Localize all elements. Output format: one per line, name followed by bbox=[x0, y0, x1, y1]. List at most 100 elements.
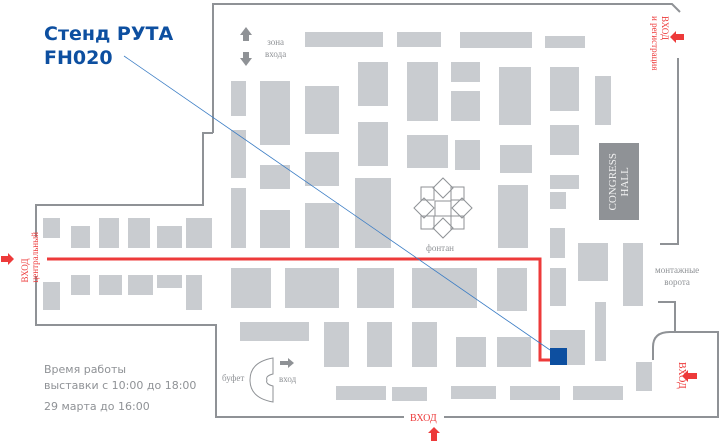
mounting-gate-line1: монтажные bbox=[655, 265, 700, 275]
booth[interactable] bbox=[305, 152, 339, 186]
booth[interactable] bbox=[595, 302, 606, 361]
buffet-label: буфет bbox=[222, 373, 245, 383]
booth[interactable] bbox=[392, 387, 427, 401]
booth[interactable] bbox=[71, 275, 90, 295]
booth[interactable] bbox=[260, 81, 290, 145]
entrance-arrows bbox=[1, 31, 697, 441]
booth[interactable] bbox=[595, 76, 611, 125]
stand-number: FH020 bbox=[44, 47, 113, 69]
booth[interactable] bbox=[305, 203, 339, 248]
booth[interactable] bbox=[305, 32, 383, 47]
booth[interactable] bbox=[500, 145, 532, 173]
arrow-icon bbox=[682, 370, 697, 382]
booth[interactable] bbox=[231, 130, 246, 178]
booth[interactable] bbox=[550, 125, 579, 155]
arrow-icon bbox=[670, 31, 684, 43]
booth[interactable] bbox=[285, 268, 339, 308]
booth[interactable] bbox=[71, 226, 90, 248]
booth[interactable] bbox=[451, 386, 496, 399]
booth[interactable] bbox=[497, 268, 527, 311]
booth[interactable] bbox=[573, 386, 623, 400]
central-entrance-line1: вход bbox=[20, 258, 30, 283]
booth[interactable] bbox=[412, 322, 437, 367]
booth[interactable] bbox=[324, 322, 349, 367]
booth[interactable] bbox=[260, 210, 290, 248]
stand-title: Стенд РУТА FH020 bbox=[44, 22, 173, 70]
booth[interactable] bbox=[231, 188, 246, 248]
booth[interactable] bbox=[231, 81, 246, 116]
central-entrance-label[interactable]: вход центральный bbox=[20, 232, 40, 283]
booth[interactable] bbox=[157, 275, 182, 288]
entry-zone-line2: входа bbox=[265, 49, 287, 59]
booth[interactable] bbox=[367, 322, 392, 367]
opening-hours: Время работы выставки с 10:00 до 18:00 2… bbox=[44, 362, 196, 415]
registration-entrance-label[interactable]: вход и регистрация bbox=[650, 16, 670, 70]
booth[interactable] bbox=[99, 218, 119, 248]
congress-hall-text: CONGRESS HALL bbox=[607, 153, 631, 210]
route-path bbox=[47, 257, 550, 362]
booth[interactable] bbox=[186, 218, 212, 248]
booth[interactable] bbox=[460, 32, 532, 48]
booth[interactable] bbox=[260, 165, 290, 189]
booth[interactable] bbox=[157, 226, 182, 248]
booth[interactable] bbox=[498, 185, 528, 248]
booth[interactable] bbox=[550, 228, 565, 258]
stand-fh020-highlight[interactable] bbox=[550, 348, 567, 365]
outer-wall-left-lower bbox=[35, 276, 404, 418]
booth[interactable] bbox=[545, 36, 585, 48]
booth[interactable] bbox=[550, 175, 579, 189]
booth[interactable] bbox=[43, 282, 60, 310]
booth[interactable] bbox=[357, 268, 394, 308]
booth[interactable] bbox=[451, 62, 480, 82]
right-entrance-label[interactable]: ВХОД bbox=[676, 362, 687, 389]
mounting-gate-line2: ворота bbox=[664, 277, 690, 287]
registration-entrance-line1: вход bbox=[660, 16, 670, 41]
booth[interactable] bbox=[186, 275, 202, 310]
hours-line2: выставки с 10:00 до 18:00 bbox=[44, 379, 197, 392]
booth[interactable] bbox=[358, 62, 388, 106]
outer-wall-bottom bbox=[444, 331, 719, 418]
booth[interactable] bbox=[456, 337, 486, 367]
booth[interactable] bbox=[358, 122, 388, 166]
congress-hall-line2: HALL bbox=[619, 166, 631, 197]
fountain-icon bbox=[413, 177, 473, 239]
booth[interactable] bbox=[99, 275, 122, 295]
outer-wall-left-step bbox=[35, 132, 213, 237]
booth[interactable] bbox=[43, 218, 60, 238]
entry-zone-line1: зона bbox=[267, 37, 285, 47]
booth[interactable] bbox=[550, 268, 566, 306]
congress-hall[interactable]: CONGRESS HALL bbox=[599, 143, 639, 220]
booth[interactable] bbox=[636, 362, 652, 391]
registration-entrance-line2: и регистрация bbox=[650, 16, 660, 71]
booths bbox=[43, 32, 652, 401]
booth[interactable] bbox=[128, 218, 150, 248]
booth[interactable] bbox=[336, 386, 386, 400]
congress-hall-line1: CONGRESS bbox=[607, 152, 619, 211]
booth[interactable] bbox=[128, 275, 153, 295]
booth[interactable] bbox=[510, 386, 560, 400]
stand-pointer-line bbox=[123, 55, 551, 351]
booth[interactable] bbox=[455, 140, 480, 170]
mounting-gate-label: монтажные ворота bbox=[655, 264, 699, 288]
booth[interactable] bbox=[407, 62, 438, 121]
booth[interactable] bbox=[412, 268, 477, 308]
booth[interactable] bbox=[451, 91, 480, 121]
fountain-label: фонтан bbox=[426, 243, 455, 253]
booth[interactable] bbox=[407, 135, 448, 168]
booth[interactable] bbox=[499, 67, 531, 125]
booth[interactable] bbox=[231, 268, 271, 308]
booth[interactable] bbox=[305, 86, 339, 134]
central-entrance-line2: центральный bbox=[30, 232, 40, 283]
booth[interactable] bbox=[550, 67, 579, 111]
booth[interactable] bbox=[550, 192, 566, 209]
arrow-icon bbox=[428, 427, 440, 441]
arrow-icon bbox=[280, 358, 294, 368]
booth[interactable] bbox=[497, 337, 531, 367]
bottom-entrance-label[interactable]: ВХОД bbox=[410, 413, 437, 424]
booth[interactable] bbox=[240, 322, 309, 341]
booth[interactable] bbox=[397, 32, 441, 47]
booth[interactable] bbox=[355, 178, 391, 248]
booth[interactable] bbox=[578, 243, 608, 281]
booth[interactable] bbox=[623, 243, 643, 306]
